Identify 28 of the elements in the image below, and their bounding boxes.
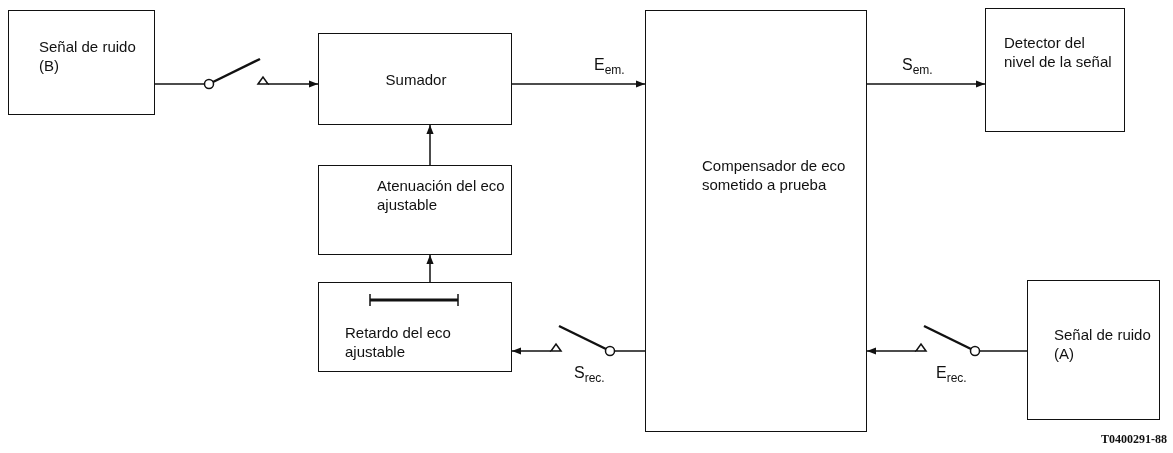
- arrow: [426, 124, 434, 166]
- box-label: Retardo del eco ajustable: [345, 323, 452, 361]
- connector-line: [620, 350, 646, 352]
- box-label: Compensador de eco sometido a prueba: [702, 156, 847, 194]
- arrow: [866, 347, 911, 355]
- arrow: [426, 254, 434, 283]
- figure-code: T0400291-88: [1101, 432, 1167, 447]
- box-label: Atenuación del eco ajustable: [377, 176, 506, 214]
- process-box: [318, 165, 512, 255]
- connector-line: [985, 350, 1028, 352]
- box-label: Sumador: [384, 70, 448, 89]
- arrow: [511, 80, 646, 88]
- arrow: [866, 80, 986, 88]
- switch-symbol: [545, 323, 621, 357]
- arrow: [273, 80, 319, 88]
- arrow: [511, 347, 546, 355]
- process-box: [8, 10, 155, 115]
- process-box: [985, 8, 1125, 132]
- process-box: [318, 33, 512, 125]
- switch-symbol: [910, 323, 986, 357]
- box-label: Señal de ruido (A): [1054, 325, 1152, 363]
- switch-symbol: [198, 56, 274, 90]
- box-label: Señal de ruido (B): [39, 37, 137, 75]
- process-box: [645, 10, 867, 432]
- box-label: Detector del nivel de la señal: [1004, 33, 1113, 71]
- connector-line: [154, 83, 199, 85]
- process-box: [1027, 280, 1160, 420]
- process-box: [318, 282, 512, 372]
